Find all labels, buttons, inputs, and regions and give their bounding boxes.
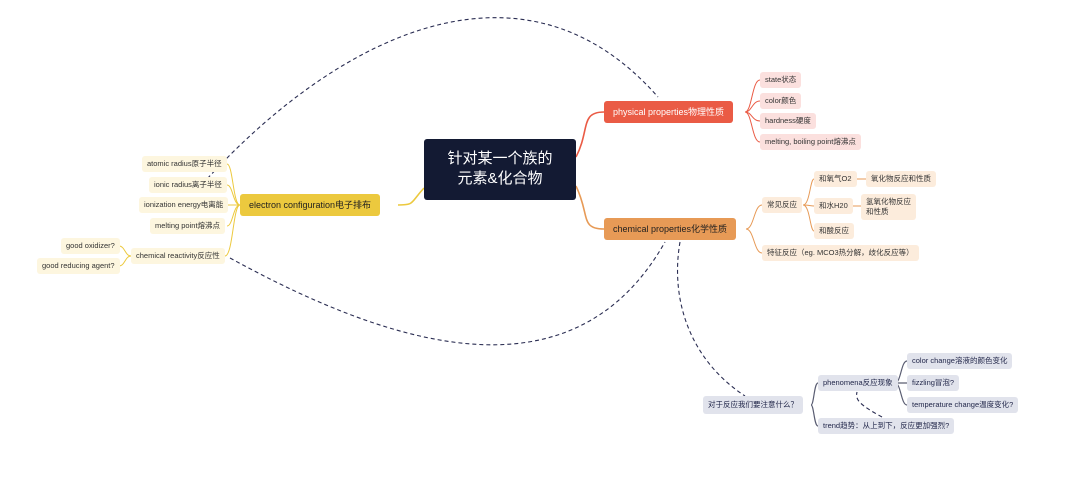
physical-properties-node[interactable]: physical properties物理性质 bbox=[604, 101, 734, 123]
connector-common-children bbox=[802, 178, 815, 232]
chemical-special-reactions[interactable]: 特征反应（eg. MCO3热分解，歧化反应等） bbox=[762, 245, 919, 261]
connector-central-chemical bbox=[575, 185, 605, 230]
electron-item-melting-point[interactable]: melting point熔沸点 bbox=[150, 218, 226, 234]
connector-central-physical bbox=[575, 111, 605, 158]
reaction-trend-node[interactable]: trend趋势：从上到下，反应更加强烈? bbox=[818, 418, 955, 434]
central-topic[interactable]: 针对某一个族的 元素&化合物 bbox=[424, 139, 576, 200]
connector-physical-leaves bbox=[744, 79, 761, 143]
central-topic-line1: 针对某一个族的 bbox=[447, 150, 553, 167]
connector-chemical-children bbox=[745, 204, 763, 254]
connector-reactivity-children bbox=[118, 245, 132, 267]
physical-item-state[interactable]: state状态 bbox=[760, 72, 802, 88]
phenomena-item-color-change[interactable]: color change溶液的颜色变化 bbox=[907, 353, 1013, 369]
electron-item-atomic-radius[interactable]: atomic radius原子半径 bbox=[142, 156, 227, 172]
dashed-chemical-to-reaction bbox=[677, 241, 746, 397]
chemical-properties-node[interactable]: chemical properties化学性质 bbox=[604, 218, 737, 240]
connector-central-electron bbox=[397, 187, 425, 206]
chemical-common-reactions[interactable]: 常见反应 bbox=[762, 197, 802, 213]
physical-item-melting-boiling[interactable]: melting, boiling point熔沸点 bbox=[760, 134, 861, 150]
common-item-water[interactable]: 和水H20 bbox=[814, 198, 853, 214]
common-item-acid[interactable]: 和酸反应 bbox=[814, 223, 854, 239]
reactivity-good-reducing-agent[interactable]: good reducing agent? bbox=[37, 258, 120, 274]
reactivity-good-oxidizer[interactable]: good oxidizer? bbox=[61, 238, 120, 254]
reaction-phenomena-node[interactable]: phenomena反应现象 bbox=[818, 375, 898, 391]
phenomena-item-fizzling[interactable]: fizzling冒泡? bbox=[907, 375, 960, 391]
electron-item-ionic-radius[interactable]: ionic radius离子半径 bbox=[149, 177, 227, 193]
physical-item-hardness[interactable]: hardness硬度 bbox=[760, 113, 816, 129]
reaction-considerations-node[interactable]: 对于反应我们要注意什么？ bbox=[703, 396, 803, 414]
common-item-oxygen-detail[interactable]: 氧化物反应和性质 bbox=[866, 171, 936, 187]
physical-item-color[interactable]: color颜色 bbox=[760, 93, 802, 109]
electron-item-chemical-reactivity[interactable]: chemical reactivity反应性 bbox=[131, 248, 225, 264]
dashed-trend-to-phenomena bbox=[856, 391, 883, 418]
common-item-water-detail[interactable]: 氢氧化物反应和性质 bbox=[861, 194, 916, 220]
dashed-reactivity-to-chemical bbox=[229, 241, 666, 346]
phenomena-item-temperature-change[interactable]: temperature change温度变化? bbox=[907, 397, 1019, 413]
dashed-electron-to-physical bbox=[197, 17, 659, 190]
connector-electron-leaves bbox=[224, 163, 241, 257]
central-topic-line2: 元素&化合物 bbox=[457, 170, 543, 187]
electron-item-ionization-energy[interactable]: ionization energy电离能 bbox=[139, 197, 229, 213]
connector-reaction-children bbox=[810, 382, 819, 427]
common-item-oxygen[interactable]: 和氧气O2 bbox=[814, 171, 857, 187]
electron-configuration-node[interactable]: electron configuration电子排布 bbox=[240, 194, 381, 216]
